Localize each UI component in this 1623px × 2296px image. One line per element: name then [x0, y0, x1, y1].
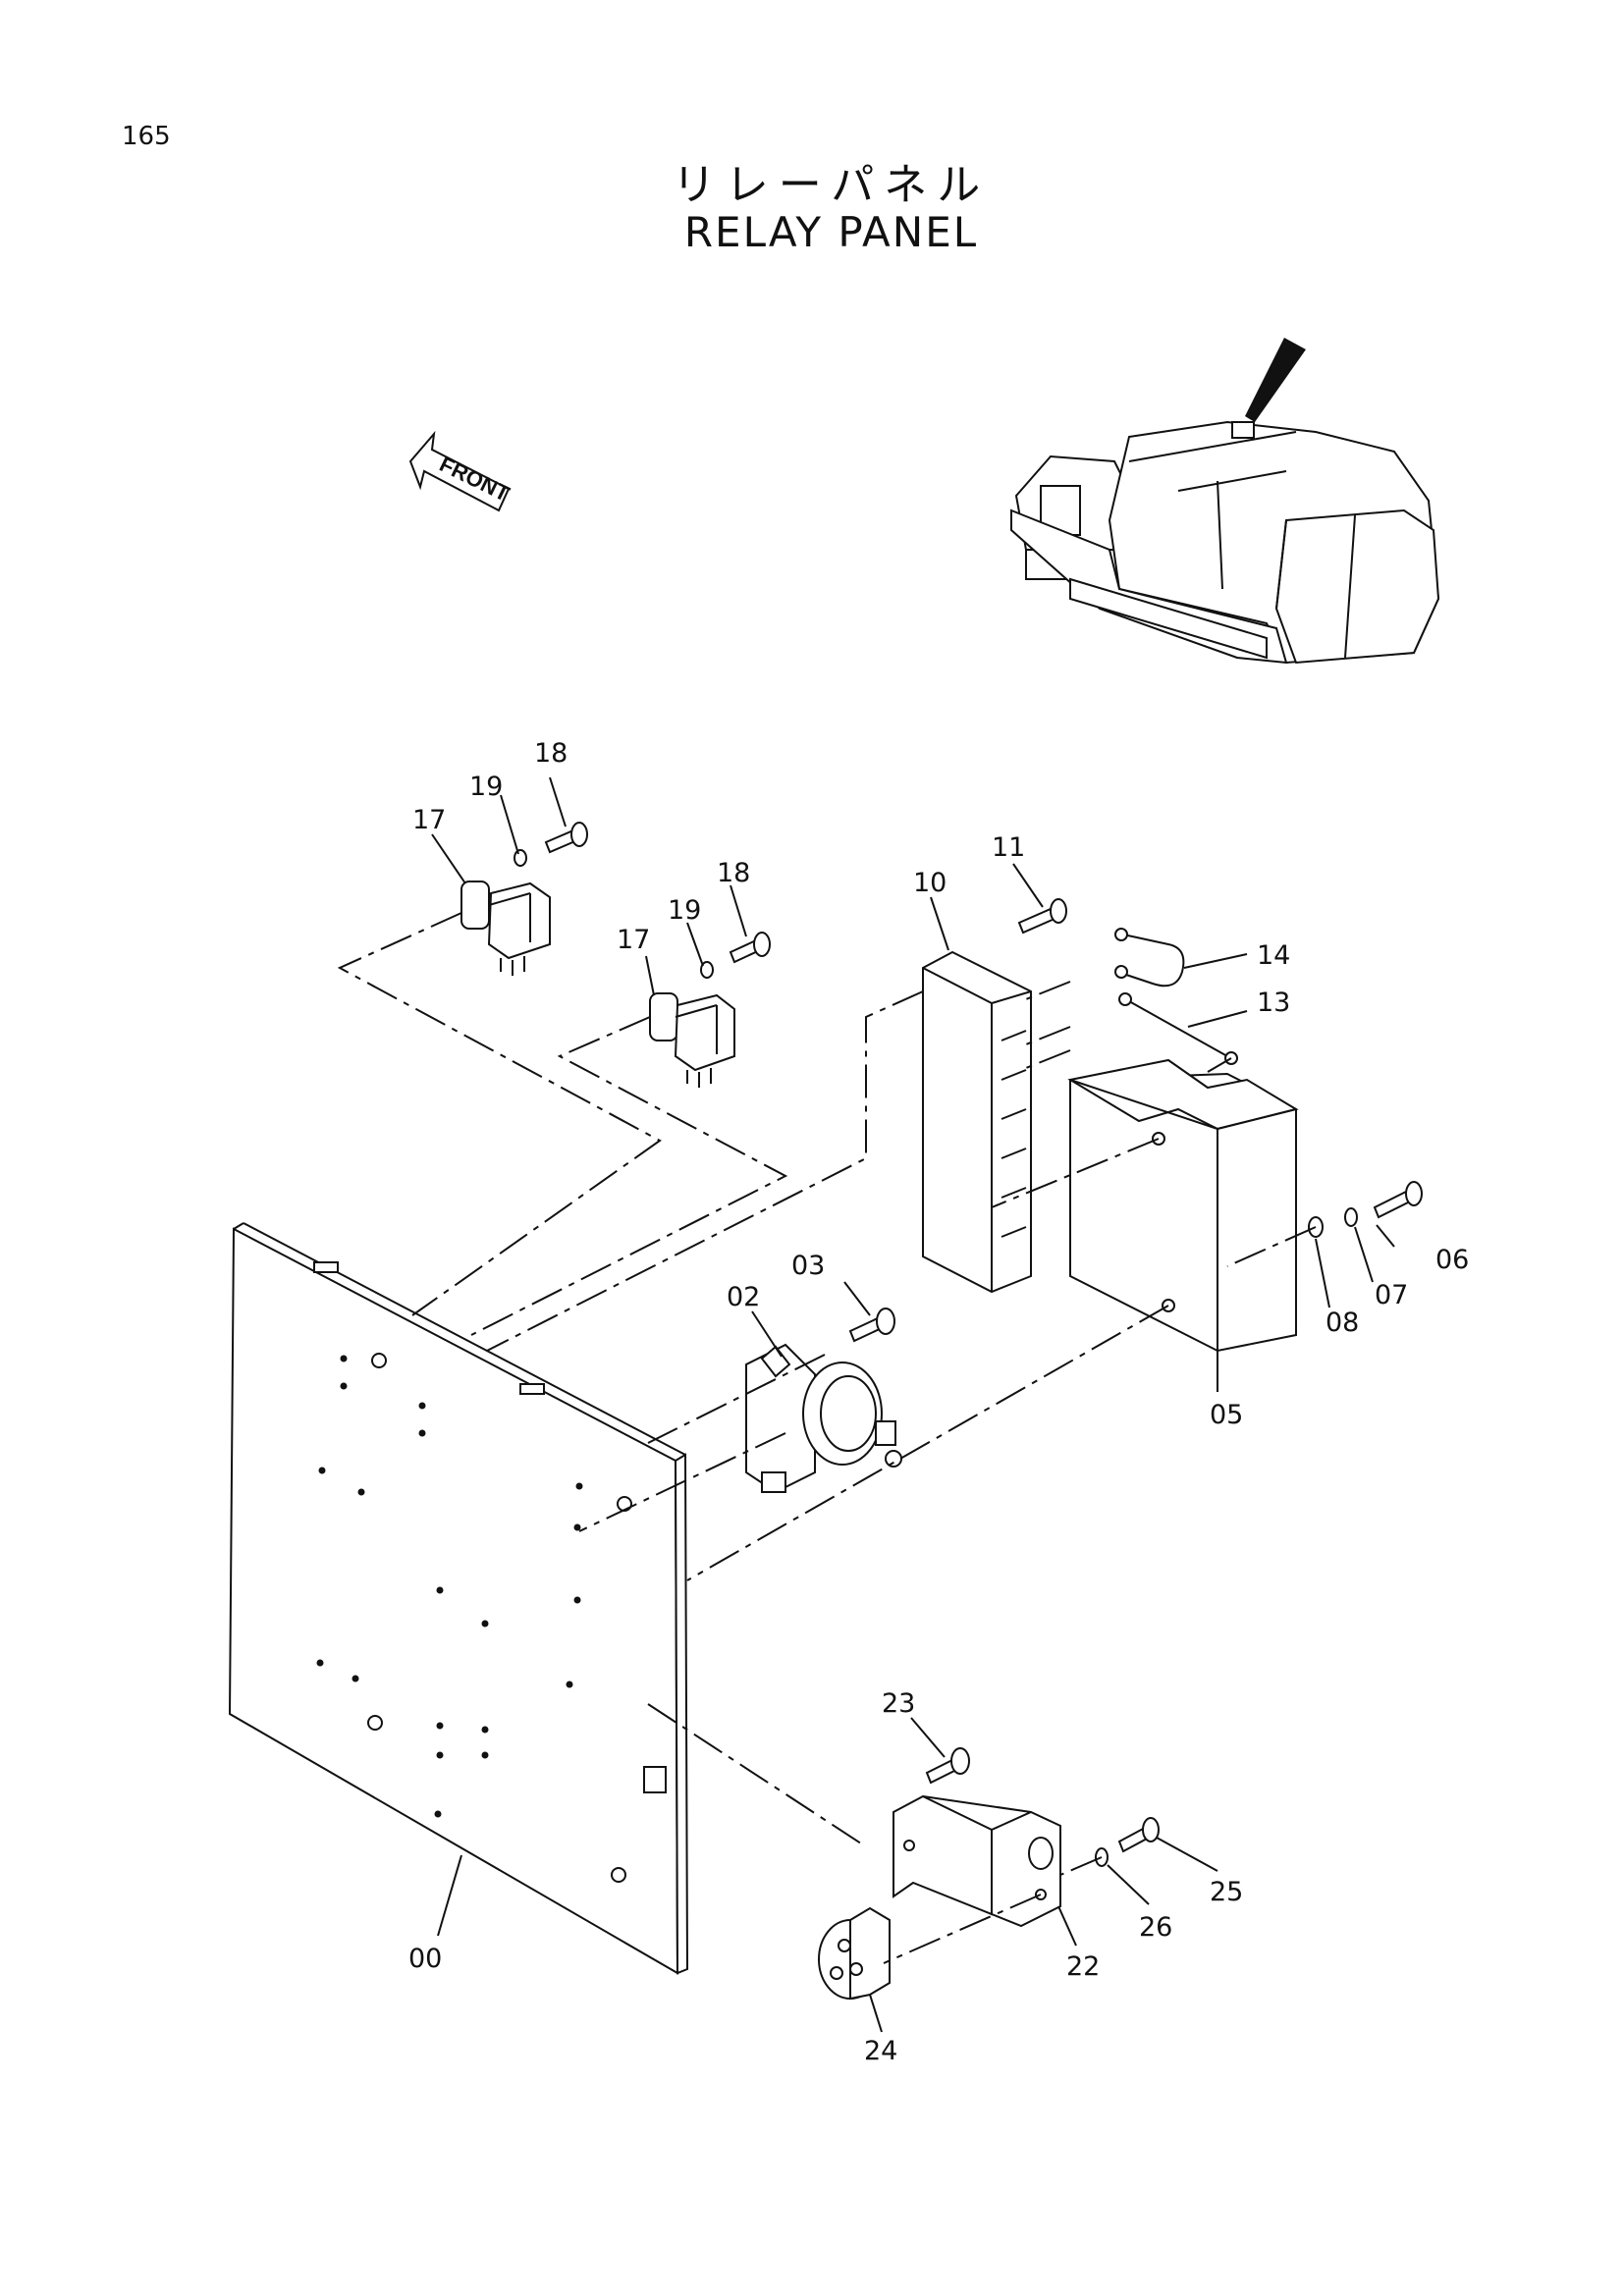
- washer-07: [1344, 1207, 1358, 1227]
- part-label-07: 07: [1375, 1280, 1408, 1310]
- screw-23: [925, 1747, 970, 1785]
- relay-lower: [649, 992, 735, 1088]
- part-label-23: 23: [882, 1688, 915, 1719]
- part-label-13: 13: [1257, 988, 1290, 1018]
- bracket-22: [893, 1794, 1061, 1928]
- part-label-19-lower: 19: [668, 895, 701, 926]
- part-label-24: 24: [864, 2036, 897, 2066]
- front-arrow-icon: FRONT: [408, 430, 514, 512]
- component-24: [818, 1906, 891, 2001]
- title-english: RELAY PANEL: [683, 208, 979, 256]
- panel-holes: [316, 1353, 632, 1883]
- screw-11: [1017, 898, 1067, 934]
- part-label-05: 05: [1210, 1400, 1243, 1430]
- part-label-06: 06: [1435, 1245, 1469, 1275]
- part-label-17-upper: 17: [412, 805, 446, 835]
- part-label-18-lower: 18: [717, 858, 750, 888]
- screw-25: [1117, 1817, 1160, 1853]
- jumper-14: [1114, 928, 1185, 988]
- terminal-block: [922, 950, 1032, 1294]
- page-number: 165: [122, 122, 171, 151]
- part-label-18-upper: 18: [534, 738, 568, 769]
- main-panel: [228, 1222, 689, 1975]
- part-label-26: 26: [1139, 1912, 1172, 1943]
- screw-18-upper: [544, 822, 588, 854]
- washer-26: [1095, 1847, 1109, 1867]
- machine-overview: [1010, 338, 1440, 665]
- assembly-lines: [337, 912, 1317, 1964]
- part-label-17-lower: 17: [617, 925, 650, 955]
- title-japanese: リレーパネル: [672, 160, 991, 210]
- cover-box: [1067, 1058, 1299, 1353]
- part-labels: 00 02 03 05 06 07 08 10 11 13 14 17 17 1…: [408, 738, 1469, 2066]
- part-label-00: 00: [408, 1944, 442, 1974]
- screw-18-lower: [729, 932, 771, 964]
- washer-19-lower: [700, 961, 714, 979]
- jumper-13: [1118, 992, 1238, 1065]
- leader-lines: [431, 776, 1395, 2033]
- part-label-22: 22: [1066, 1951, 1100, 1982]
- part-label-02: 02: [727, 1282, 760, 1312]
- part-label-14: 14: [1257, 940, 1290, 971]
- screw-03: [848, 1308, 895, 1343]
- washer-19-upper: [514, 849, 527, 867]
- part-label-08: 08: [1325, 1308, 1359, 1338]
- part-label-11: 11: [992, 832, 1025, 863]
- component-02: [745, 1343, 902, 1494]
- part-label-03: 03: [791, 1251, 825, 1281]
- part-label-25: 25: [1210, 1877, 1243, 1907]
- screw-06: [1373, 1181, 1423, 1219]
- washer-08: [1308, 1216, 1324, 1238]
- part-label-10: 10: [913, 868, 947, 898]
- relay-upper: [460, 881, 551, 976]
- part-label-19-upper: 19: [469, 772, 503, 802]
